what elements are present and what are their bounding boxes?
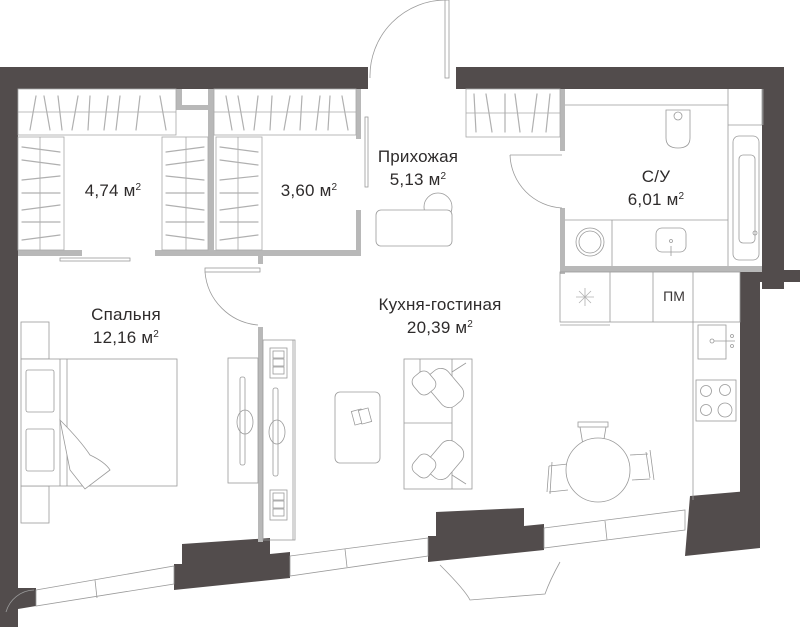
toilet-icon [665, 109, 691, 149]
interior-partitions [18, 89, 762, 542]
washing-machine-icon [575, 227, 605, 257]
windows [35, 509, 686, 607]
coffee-table [334, 391, 381, 464]
room-label-hallway: Прихожая 5,13 м2 [377, 147, 459, 189]
doors [5, 0, 563, 613]
hanger-marks [21, 93, 551, 241]
wardrobe-hangers [17, 88, 561, 251]
kitchen-fixtures [559, 271, 741, 500]
kitchen-sink-icon [697, 324, 727, 360]
tv-units [227, 339, 296, 541]
bathroom-fixtures [565, 89, 764, 266]
room-label-bathroom: С/У 6,01 м2 [627, 167, 685, 209]
fridge-icon [576, 288, 594, 306]
bathtub-icon [732, 135, 760, 261]
dishwasher-label: ПМ [663, 288, 685, 304]
sofa [403, 358, 473, 490]
room-name: Спальня [91, 305, 161, 324]
room-label-wardrobe-2: 3,60 м2 [280, 181, 338, 200]
room-label-wardrobe-1: 4,74 м2 [84, 181, 142, 200]
bed [20, 321, 178, 524]
room-name: С/У [641, 167, 671, 186]
hallway-bench [375, 192, 453, 247]
cooktop-icon [695, 379, 737, 422]
exterior-walls [0, 67, 800, 627]
room-label-bedroom: Спальня 12,16 м2 [91, 305, 161, 347]
dining-table [546, 421, 655, 503]
room-label-kitchen-living: Кухня-гостиная 20,39 м2 [378, 295, 502, 337]
room-name: Прихожая [377, 147, 459, 166]
room-name: Кухня-гостиная [378, 295, 502, 314]
